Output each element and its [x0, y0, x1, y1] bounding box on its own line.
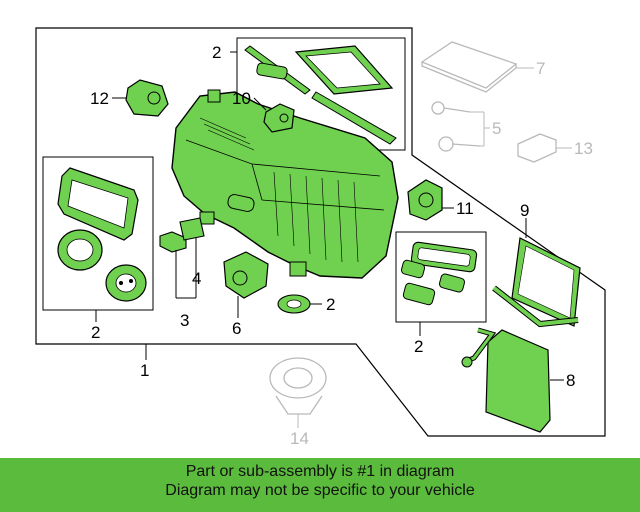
callout-1: 1	[140, 361, 149, 380]
hvac-housing[interactable]	[171, 89, 399, 279]
heater-core-9[interactable]	[492, 237, 581, 328]
connector-13	[517, 133, 557, 163]
sensor-4[interactable]	[179, 217, 205, 241]
grommet-2[interactable]	[277, 294, 311, 314]
leader-lines-grey	[297, 67, 572, 428]
callout-2-mid: 2	[326, 295, 335, 314]
callout-11: 11	[456, 199, 474, 218]
callout-2-left: 2	[91, 323, 100, 342]
top-seals[interactable]	[244, 45, 397, 145]
callout-4: 4	[192, 269, 201, 288]
evaporator-8[interactable]	[461, 327, 551, 433]
callout-13: 13	[574, 139, 593, 158]
sensor-3[interactable]	[159, 231, 187, 253]
right-seals[interactable]	[400, 241, 478, 306]
callout-10: 10	[232, 89, 251, 108]
callout-2-right: 2	[414, 337, 423, 356]
actuator-12[interactable]	[125, 79, 169, 117]
actuator-10[interactable]	[263, 103, 295, 133]
leader-lines	[95, 51, 564, 381]
notice-banner: Part or sub-assembly is #1 in diagram Di…	[0, 458, 640, 512]
callout-2-top: 2	[212, 43, 221, 62]
callout-9: 9	[520, 201, 529, 220]
callout-5: 5	[492, 119, 501, 138]
callout-7: 7	[536, 59, 545, 78]
callout-6: 6	[232, 319, 241, 338]
left-seals[interactable]	[57, 167, 147, 302]
callout-8: 8	[566, 371, 575, 390]
parts-diagram: 1 2 2 2 2 3 4 5 6 7 8 9 10 11 12 13 14	[35, 27, 606, 448]
fasteners-5	[431, 101, 481, 152]
seal-kit-box-left	[42, 156, 154, 311]
callout-14: 14	[290, 429, 309, 448]
callout-12: 12	[90, 89, 109, 108]
actuator-11[interactable]	[407, 179, 443, 221]
blower-motor-14	[269, 357, 327, 415]
actuator-6[interactable]	[223, 251, 269, 299]
seal-kit-box-right	[395, 231, 487, 323]
cabin-filter-7	[420, 41, 518, 93]
banner-line-2: Diagram may not be specific to your vehi…	[165, 482, 475, 499]
banner-line-1: Part or sub-assembly is #1 in diagram	[185, 463, 455, 480]
assembly-boundary	[35, 27, 606, 437]
callout-3: 3	[180, 311, 189, 330]
